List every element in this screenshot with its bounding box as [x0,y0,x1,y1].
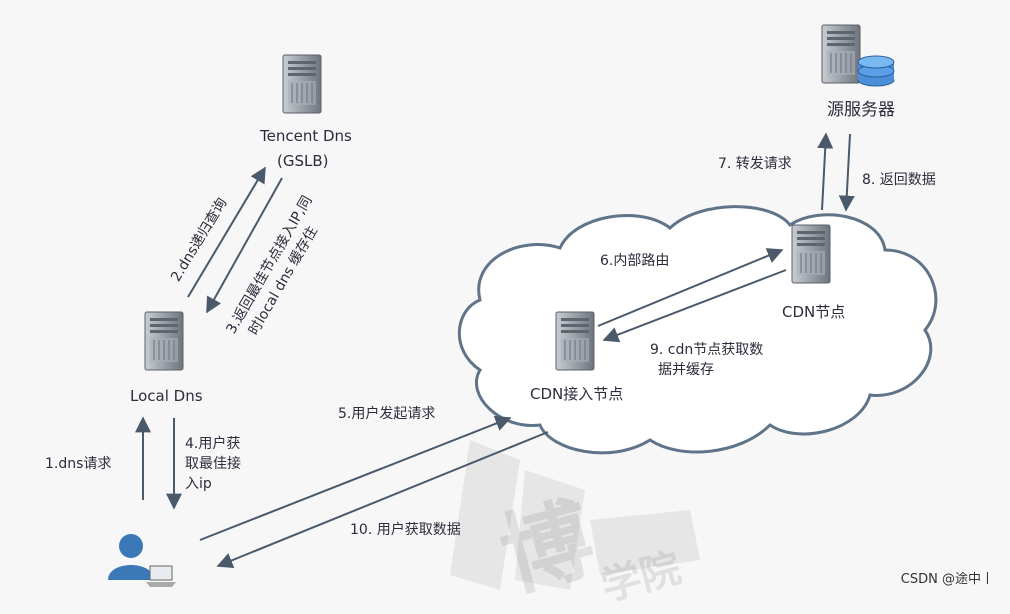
local-dns-server-icon [144,311,184,371]
step-1-label: 1.dns请求 [45,456,112,472]
csdn-credit: CSDN @途中丨 [900,572,994,587]
step-4-label: 4.用户获 取最佳接 入ip [185,434,241,494]
cdn-node-label: CDN节点 [782,303,846,321]
step-7-label: 7. 转发请求 [718,156,792,172]
step-4-line3: 入ip [185,476,212,492]
cdn-access-node-label: CDN接入节点 [530,385,624,403]
step-10-label: 10. 用户获取数据 [350,522,461,538]
step-4-line2: 取最佳接 [185,456,241,472]
arrow-10 [216,431,549,568]
watermark [450,440,700,590]
cdn-access-node-server-icon [555,311,595,371]
step-4-line1: 4.用户获 [185,436,241,452]
step-5-label: 5.用户发起请求 [338,406,436,422]
step-9-label: 9. cdn节点获取数 据并缓存 [650,340,763,380]
user-icon [108,534,176,587]
gslb-label: (GSLB) [277,152,329,170]
step-9-line1: 9. cdn节点获取数 [650,342,764,358]
step-8-label: 8. 返回数据 [862,172,936,188]
local-dns-label: Local Dns [130,387,203,405]
arrow-9 [602,269,787,343]
arrow-3 [206,177,283,314]
step-9-line2: 据并缓存 [658,362,714,378]
arrow-7 [817,132,834,211]
tencent-dns-server-icon [282,54,322,114]
tencent-dns-label: Tencent Dns [260,127,352,145]
step-6-label: 6.内部路由 [600,253,670,269]
arrow-2 [187,166,266,298]
diagram-canvas [108,24,938,590]
flow-arrows [135,132,855,568]
database-icon [857,55,895,87]
cdn-node-server-icon [791,224,831,284]
arrow-8 [838,133,855,212]
origin-server-label: 源服务器 [827,100,895,120]
arrow-6 [597,248,784,327]
cdn-cloud [457,205,938,455]
origin-server-icon [821,24,861,84]
arrow-5 [199,415,512,541]
